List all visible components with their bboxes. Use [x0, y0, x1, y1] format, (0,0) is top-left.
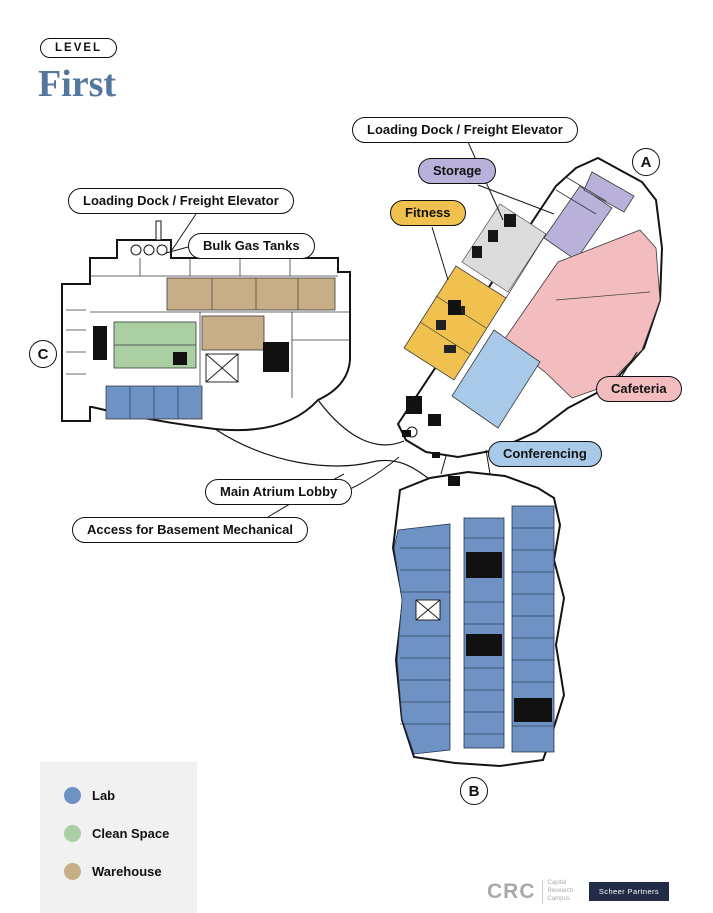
crc-logo-subtext: Capital Research Campus [541, 880, 574, 904]
lab-south-room-lines [400, 527, 554, 735]
conferencing-area [451, 329, 541, 429]
stair-core [263, 342, 289, 372]
partner-logo: Scheer Partners [589, 882, 669, 901]
lab-area-south-left [393, 523, 451, 755]
wing-a-marker: A [632, 148, 660, 176]
atrium-core [402, 430, 411, 437]
atrium-canopy-curve [214, 428, 429, 479]
storage-area [543, 185, 613, 261]
loading-dock-lines [505, 176, 607, 299]
legend-label: Clean Space [92, 826, 170, 841]
bulk-gas-tank-icons [130, 220, 168, 256]
legend-item-clean-space: Clean Space [64, 825, 197, 842]
warehouse-north-dividers [211, 278, 299, 310]
atrium-glass-curve [317, 399, 405, 446]
warehouse-area-north [166, 277, 336, 311]
callout-cafeteria: Cafeteria [596, 376, 682, 402]
callout-bulk-gas-tanks: Bulk Gas Tanks [188, 233, 315, 259]
crc-logo: CRC Capital Research Campus [487, 880, 573, 904]
wing-c-room-lines [66, 258, 350, 398]
callout-conferencing: Conferencing [488, 441, 602, 467]
wing-b-plan [391, 470, 566, 768]
wing-b-marker: B [460, 777, 488, 805]
wing-b-elevator [415, 599, 441, 621]
wing-a-plan [396, 156, 664, 459]
stair-core [173, 352, 187, 365]
elevator-core [205, 353, 239, 383]
callout-leader-lines [165, 141, 638, 518]
callout-main-atrium-lobby: Main Atrium Lobby [205, 479, 353, 505]
wing-c-plan [61, 220, 351, 432]
lab-west-dividers [129, 386, 179, 419]
callout-storage: Storage [418, 158, 497, 184]
cafeteria-detail-line [555, 291, 651, 301]
warehouse-color-dot [64, 863, 81, 880]
crc-line: Campus [547, 895, 570, 902]
clean-space-color-dot [64, 825, 81, 842]
callout-loading-dock-a: Loading Dock / Freight Elevator [352, 117, 578, 143]
callout-fitness: Fitness [390, 200, 466, 226]
crc-line: Research [547, 888, 574, 895]
atrium-core [432, 452, 440, 458]
legend-label: Lab [92, 788, 116, 803]
lab-color-dot [64, 787, 81, 804]
callout-access-basement: Access for Basement Mechanical [72, 517, 308, 543]
legend-item-lab: Lab [64, 787, 197, 804]
crc-line: Capital [547, 880, 567, 887]
equipment-blocks [472, 214, 516, 258]
legend: Lab Clean Space Warehouse [40, 762, 197, 913]
crc-logo-text: CRC [487, 880, 536, 903]
callout-loading-dock-c: Loading Dock / Freight Elevator [68, 188, 294, 214]
stair-core [93, 326, 107, 360]
atrium-plan [214, 399, 491, 479]
legend-label: Warehouse [92, 864, 162, 879]
warehouse-area-central [201, 315, 265, 351]
wing-a-cores [406, 300, 461, 426]
level-badge: LEVEL [40, 38, 118, 58]
wing-b-cores [448, 476, 552, 722]
page-title: First [38, 63, 117, 105]
legend-item-warehouse: Warehouse [64, 863, 197, 880]
storage-area-upper [583, 171, 635, 213]
wing-c-marker: C [29, 340, 57, 368]
